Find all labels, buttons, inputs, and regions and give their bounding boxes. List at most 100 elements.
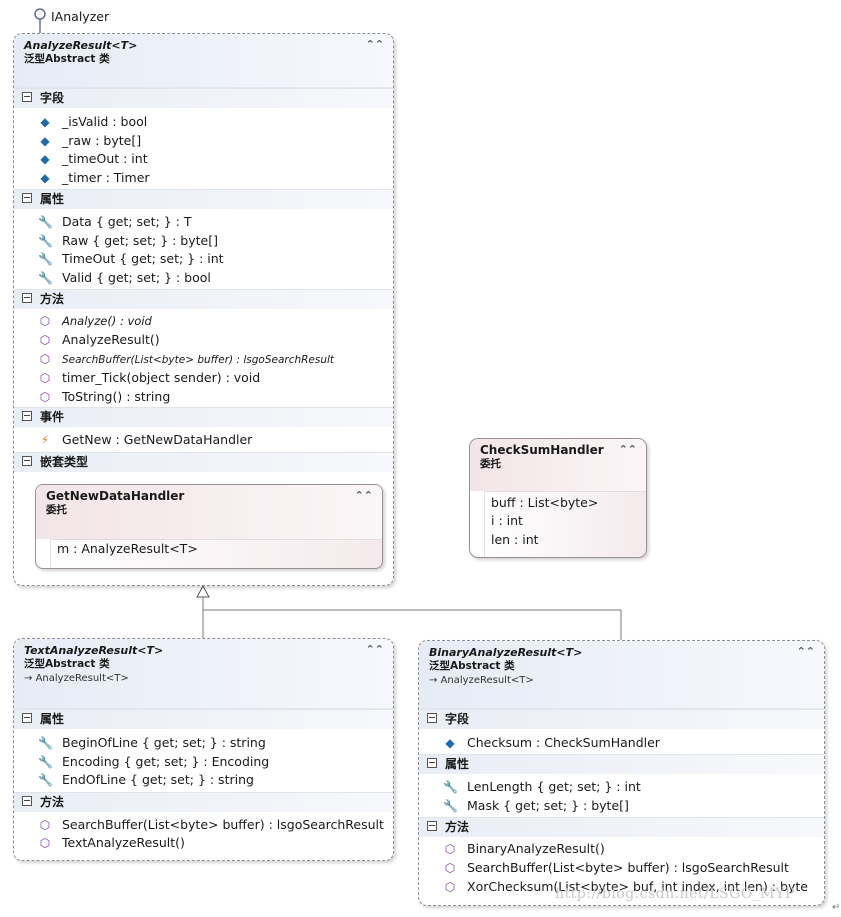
field-item[interactable]: ◆_timeOut : int: [38, 150, 147, 168]
delegate-name: GetNewDataHandler: [46, 489, 185, 503]
minus-box-icon[interactable]: [427, 821, 437, 831]
section-properties[interactable]: 属性: [419, 754, 824, 774]
wrench-property-icon: 🔧: [38, 755, 53, 769]
wrench-property-icon: 🔧: [38, 234, 53, 248]
field-item[interactable]: ◆_raw : byte[]: [38, 132, 141, 150]
nested-delegate-get-new-data-handler[interactable]: GetNewDataHandler 委托 ⌃⌃ m : AnalyzeResul…: [35, 484, 383, 569]
method-item[interactable]: ⬡SearchBuffer(List<byte> buffer) : lsgoS…: [39, 352, 335, 366]
minus-box-icon[interactable]: [22, 456, 32, 466]
double-chevron-up-icon[interactable]: ⌃⌃: [365, 643, 384, 656]
method-item[interactable]: ⬡SearchBuffer(List<byte> buffer) : lsgoS…: [39, 817, 384, 832]
class-header: AnalyzeResult<T> 泛型Abstract 类 ⌃⌃: [14, 34, 393, 88]
method-cube-icon: ⬡: [39, 818, 51, 832]
method-cube-icon: ⬡: [39, 390, 51, 404]
event-item[interactable]: ⚡GetNew : GetNewDataHandler: [38, 431, 253, 449]
double-chevron-up-icon[interactable]: ⌃⌃: [796, 645, 815, 658]
private-field-icon: ◆: [40, 171, 50, 185]
wrench-property-icon: 🔧: [38, 271, 53, 285]
section-methods[interactable]: 方法: [14, 792, 393, 812]
class-kind: 泛型Abstract 类: [429, 660, 515, 672]
section-nested-types[interactable]: 嵌套类型: [14, 452, 393, 472]
property-item[interactable]: 🔧Data { get; set; } : T: [38, 214, 192, 229]
property-item[interactable]: 🔧Encoding { get; set; } : Encoding: [38, 754, 270, 769]
property-item[interactable]: 🔧Raw { get; set; } : byte[]: [38, 233, 218, 248]
delegate-member[interactable]: i : int: [491, 513, 523, 528]
wrench-property-icon: 🔧: [443, 780, 458, 794]
delegate-header: GetNewDataHandler 委托 ⌃⌃: [36, 485, 382, 539]
wrench-property-icon: 🔧: [38, 215, 53, 229]
minus-box-icon[interactable]: [427, 713, 437, 723]
section-events[interactable]: 事件: [14, 407, 393, 427]
private-field-icon: ◆: [40, 152, 50, 166]
method-item[interactable]: ⬡TextAnalyzeResult(): [39, 835, 185, 850]
method-item[interactable]: ⬡BinaryAnalyzeResult(): [444, 841, 605, 856]
method-cube-icon: ⬡: [39, 333, 51, 347]
method-item[interactable]: ⬡Analyze() : void: [39, 314, 152, 328]
minus-box-icon[interactable]: [22, 193, 32, 203]
property-item[interactable]: 🔧EndOfLine { get; set; } : string: [38, 772, 254, 787]
method-cube-icon: ⬡: [39, 371, 51, 385]
property-item[interactable]: 🔧TimeOut { get; set; } : int: [38, 251, 224, 266]
property-item[interactable]: 🔧LenLength { get; set; } : int: [443, 779, 641, 794]
method-cube-icon: ⬡: [39, 836, 51, 850]
delegate-member[interactable]: len : int: [491, 532, 539, 547]
section-properties[interactable]: 属性: [14, 709, 393, 729]
wrench-property-icon: 🔧: [38, 773, 53, 787]
class-kind: 泛型Abstract 类: [24, 53, 110, 65]
delegate-checksum-handler[interactable]: CheckSumHandler 委托 ⌃⌃ buff : List<byte> …: [469, 438, 647, 558]
section-properties[interactable]: 属性: [14, 189, 393, 209]
delegate-member[interactable]: m : AnalyzeResult<T>: [57, 541, 198, 556]
class-kind: 泛型Abstract 类: [24, 658, 110, 670]
delegate-member[interactable]: buff : List<byte>: [491, 495, 599, 510]
section-fields[interactable]: 字段: [14, 88, 393, 108]
inheritance-arrow-icon: [196, 584, 210, 598]
double-chevron-up-icon[interactable]: ⌃⌃: [354, 489, 373, 502]
wrench-property-icon: 🔧: [38, 736, 53, 750]
arrow-right-icon: →: [24, 673, 33, 684]
delegate-body: [50, 539, 382, 568]
minus-box-icon[interactable]: [22, 796, 32, 806]
base-class: → AnalyzeResult<T>: [429, 675, 534, 686]
delegate-name: CheckSumHandler: [480, 443, 604, 457]
watermark-text: http://blog.csdn.net/LSGO_MYP: [555, 886, 795, 902]
class-text-analyze-result[interactable]: TextAnalyzeResult<T> 泛型Abstract 类 → Anal…: [13, 638, 394, 861]
method-cube-icon: ⬡: [444, 842, 456, 856]
double-chevron-up-icon[interactable]: ⌃⌃: [365, 38, 384, 51]
method-item[interactable]: ⬡ToString() : string: [39, 389, 171, 404]
wrench-property-icon: 🔧: [443, 799, 458, 813]
class-name: AnalyzeResult<T>: [24, 39, 138, 52]
delegate-body: [484, 491, 646, 557]
minus-box-icon[interactable]: [22, 713, 32, 723]
method-item[interactable]: ⬡XorChecksum(List<byte> buf, int index, …: [444, 879, 808, 894]
class-binary-analyze-result[interactable]: BinaryAnalyzeResult<T> 泛型Abstract 类 → An…: [418, 640, 825, 906]
property-item[interactable]: 🔧BeginOfLine { get; set; } : string: [38, 735, 266, 750]
method-cube-icon: ⬡: [39, 352, 51, 366]
section-fields[interactable]: 字段: [419, 709, 824, 729]
double-chevron-up-icon[interactable]: ⌃⌃: [618, 443, 637, 456]
class-header: BinaryAnalyzeResult<T> 泛型Abstract 类 → An…: [419, 641, 824, 709]
method-cube-icon: ⬡: [444, 880, 456, 894]
minus-box-icon[interactable]: [22, 293, 32, 303]
field-icon: ◆: [445, 736, 455, 750]
minus-box-icon[interactable]: [427, 758, 437, 768]
minus-box-icon[interactable]: [22, 92, 32, 102]
section-methods[interactable]: 方法: [14, 289, 393, 309]
method-item[interactable]: ⬡SearchBuffer(List<byte> buffer) : lsgoS…: [444, 860, 789, 875]
class-header: TextAnalyzeResult<T> 泛型Abstract 类 → Anal…: [14, 639, 393, 709]
arrow-right-icon: →: [429, 675, 438, 686]
private-field-icon: ◆: [40, 115, 50, 129]
property-item[interactable]: 🔧Mask { get; set; } : byte[]: [443, 798, 629, 813]
minus-box-icon[interactable]: [22, 411, 32, 421]
wrench-property-icon: 🔧: [38, 252, 53, 266]
field-item[interactable]: ◆Checksum : CheckSumHandler: [443, 734, 660, 752]
method-item[interactable]: ⬡AnalyzeResult(): [39, 332, 160, 347]
class-analyze-result[interactable]: AnalyzeResult<T> 泛型Abstract 类 ⌃⌃ 字段 ◆_is…: [13, 33, 394, 586]
section-methods[interactable]: 方法: [419, 817, 824, 837]
property-item[interactable]: 🔧Valid { get; set; } : bool: [38, 270, 211, 285]
field-item[interactable]: ◆_isValid : bool: [38, 113, 147, 131]
delegate-kind: 委托: [480, 458, 501, 470]
method-item[interactable]: ⬡timer_Tick(object sender) : void: [39, 370, 261, 385]
field-item[interactable]: ◆_timer : Timer: [38, 169, 149, 187]
lightning-event-icon: ⚡: [40, 433, 50, 447]
